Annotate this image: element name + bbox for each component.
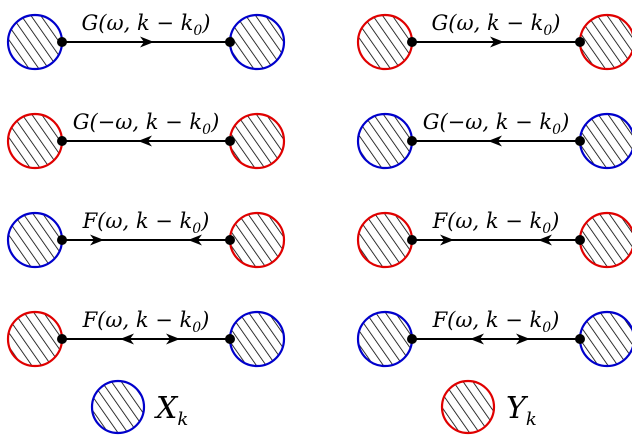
vertex-blob-right — [228, 13, 286, 71]
vertex-blob-right — [578, 211, 632, 269]
arrow-left-icon — [470, 333, 484, 345]
vertex-dot — [407, 334, 417, 344]
propagator-label: F(ω, k − k0) — [432, 308, 560, 336]
vertex-blob-left — [356, 310, 414, 368]
vertex-dot — [575, 235, 585, 245]
vertex-dot — [57, 334, 67, 344]
vertex-dot — [225, 136, 235, 146]
arrow-right-icon — [90, 234, 104, 246]
vertex-dot — [225, 334, 235, 344]
legend-label: Xk — [154, 391, 188, 430]
propagator-1-left: G(ω, k − k0) — [6, 11, 286, 71]
propagator-3-left: F(ω, k − k0) — [6, 209, 286, 269]
propagator-rows: G(ω, k − k0) G(ω, k − k0) G(−ω, k − k0) G(−… — [6, 11, 632, 368]
vertex-blob-left — [6, 13, 64, 71]
vertex-blob-right — [578, 112, 632, 170]
propagator-2-left: G(−ω, k − k0) — [6, 110, 286, 170]
vertex-blob-left — [6, 112, 64, 170]
arrow-right-icon — [166, 333, 180, 345]
vertex-dot — [575, 136, 585, 146]
propagator-label: F(ω, k − k0) — [432, 209, 560, 237]
arrow-right-icon — [516, 333, 530, 345]
propagator-label: F(ω, k − k0) — [82, 308, 210, 336]
legend-item-1: Xk — [90, 379, 188, 435]
vertex-blob-left — [6, 211, 64, 269]
propagator-4-right: F(ω, k − k0) — [356, 308, 632, 368]
vertex-blob-left — [356, 112, 414, 170]
vertex-dot — [407, 37, 417, 47]
vertex-dot — [57, 136, 67, 146]
vertex-blob-left — [356, 13, 414, 71]
propagator-label: G(ω, k − k0) — [82, 11, 211, 39]
vertex-dot — [575, 37, 585, 47]
arrow-right-icon — [140, 36, 154, 48]
vertex-blob-right — [228, 211, 286, 269]
legend-label: Yk — [506, 391, 537, 430]
vertex-dot — [575, 334, 585, 344]
arrow-left-icon — [120, 333, 134, 345]
vertex-blob-right — [228, 310, 286, 368]
arrow-right-icon — [440, 234, 454, 246]
vertex-dot — [57, 235, 67, 245]
propagator-label: F(ω, k − k0) — [82, 209, 210, 237]
vertex-blob-left — [356, 211, 414, 269]
vertex-blob-right — [228, 112, 286, 170]
vertex-dot — [57, 37, 67, 47]
propagator-label: G(−ω, k − k0) — [73, 110, 220, 138]
arrow-left-icon — [488, 135, 502, 147]
vertex-dot — [407, 136, 417, 146]
arrow-right-icon — [490, 36, 504, 48]
legend: Xk Yk — [90, 379, 537, 435]
vertex-dot — [225, 235, 235, 245]
propagator-1-right: G(ω, k − k0) — [356, 11, 632, 71]
vertex-blob-left — [6, 310, 64, 368]
vertex-blob-right — [578, 310, 632, 368]
legend-blob — [440, 379, 496, 435]
propagator-2-right: G(−ω, k − k0) — [356, 110, 632, 170]
propagator-3-right: F(ω, k − k0) — [356, 209, 632, 269]
arrow-left-icon — [188, 234, 202, 246]
vertex-blob-right — [578, 13, 632, 71]
propagator-4-left: F(ω, k − k0) — [6, 308, 286, 368]
vertex-dot — [407, 235, 417, 245]
vertex-dot — [225, 37, 235, 47]
propagator-label: G(ω, k − k0) — [432, 11, 561, 39]
legend-blob — [90, 379, 146, 435]
propagator-label: G(−ω, k − k0) — [423, 110, 570, 138]
arrow-left-icon — [538, 234, 552, 246]
legend-item-2: Yk — [440, 379, 537, 435]
arrow-left-icon — [138, 135, 152, 147]
